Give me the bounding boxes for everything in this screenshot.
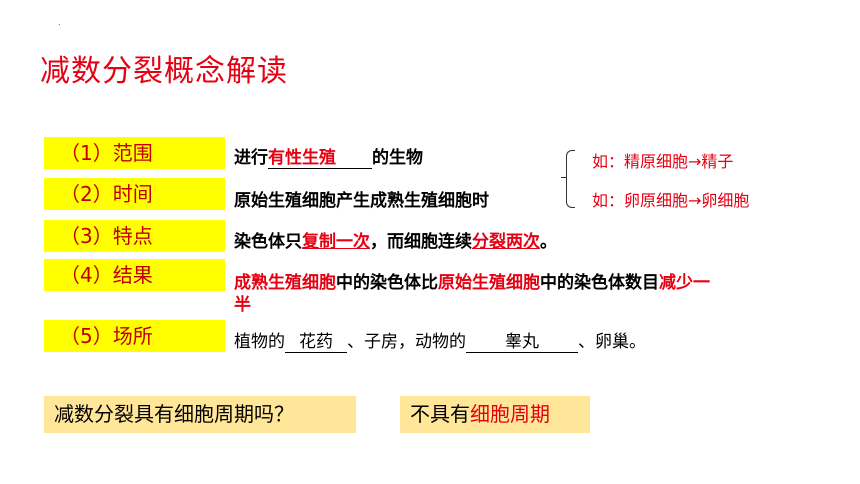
site-t2: 、子房，动物的 bbox=[347, 332, 466, 352]
site-testis: 睾丸 bbox=[466, 327, 578, 353]
feature-t5: 。 bbox=[540, 232, 557, 252]
result-half: 半 bbox=[234, 295, 251, 315]
range-text: 进行有性生殖的生物 bbox=[234, 143, 423, 169]
label-site: （5）场所 bbox=[44, 320, 225, 352]
site-t1: 植物的 bbox=[234, 332, 285, 352]
result-text: 成熟生殖细胞中的染色体比原始生殖细胞中的染色体数目减少一 bbox=[234, 268, 710, 293]
site-text: 植物的花药、子房，动物的睾丸、卵巢。 bbox=[234, 327, 646, 353]
label-result: （4）结果 bbox=[44, 259, 225, 291]
answer-t1: 不具有 bbox=[410, 402, 470, 426]
feature-t1: 染色体只 bbox=[234, 232, 302, 252]
range-suffix: 的生物 bbox=[372, 148, 423, 168]
feature-divide-twice: 分裂两次 bbox=[472, 232, 540, 252]
answer-cell-cycle: 细胞周期 bbox=[470, 402, 550, 426]
range-prefix: 进行 bbox=[234, 148, 268, 168]
result-t4: 中的染色体数目 bbox=[540, 273, 659, 293]
decorative-dot: . bbox=[58, 18, 61, 27]
feature-replicate-once: 复制一次 bbox=[302, 232, 370, 252]
result-reduce: 减少一 bbox=[659, 273, 710, 293]
example-sperm: 如：精原细胞→精子 bbox=[592, 152, 734, 171]
time-text: 原始生殖细胞产生成熟生殖细胞时 bbox=[234, 191, 489, 211]
result-mature-cell: 成熟生殖细胞 bbox=[234, 273, 336, 293]
label-feature: （3）特点 bbox=[44, 220, 225, 252]
site-t3: 、卵巢。 bbox=[578, 332, 646, 352]
result-t2: 中的染色体比 bbox=[336, 273, 438, 293]
answer-box: 不具有细胞周期 bbox=[400, 396, 590, 433]
range-answer: 有性生殖 bbox=[268, 143, 372, 169]
question-box: 减数分裂具有细胞周期吗？ bbox=[44, 396, 356, 433]
feature-t3: ，而细胞连续 bbox=[370, 232, 472, 252]
feature-text: 染色体只复制一次，而细胞连续分裂两次。 bbox=[234, 227, 557, 252]
page-title: 减数分裂概念解读 bbox=[40, 54, 288, 89]
label-range: （1）范围 bbox=[44, 137, 225, 169]
site-anther: 花药 bbox=[285, 327, 347, 353]
brace bbox=[561, 150, 575, 208]
example-egg: 如：卵原细胞→卵细胞 bbox=[592, 191, 750, 210]
label-time: （2）时间 bbox=[44, 178, 225, 210]
result-original-cell: 原始生殖细胞 bbox=[438, 273, 540, 293]
